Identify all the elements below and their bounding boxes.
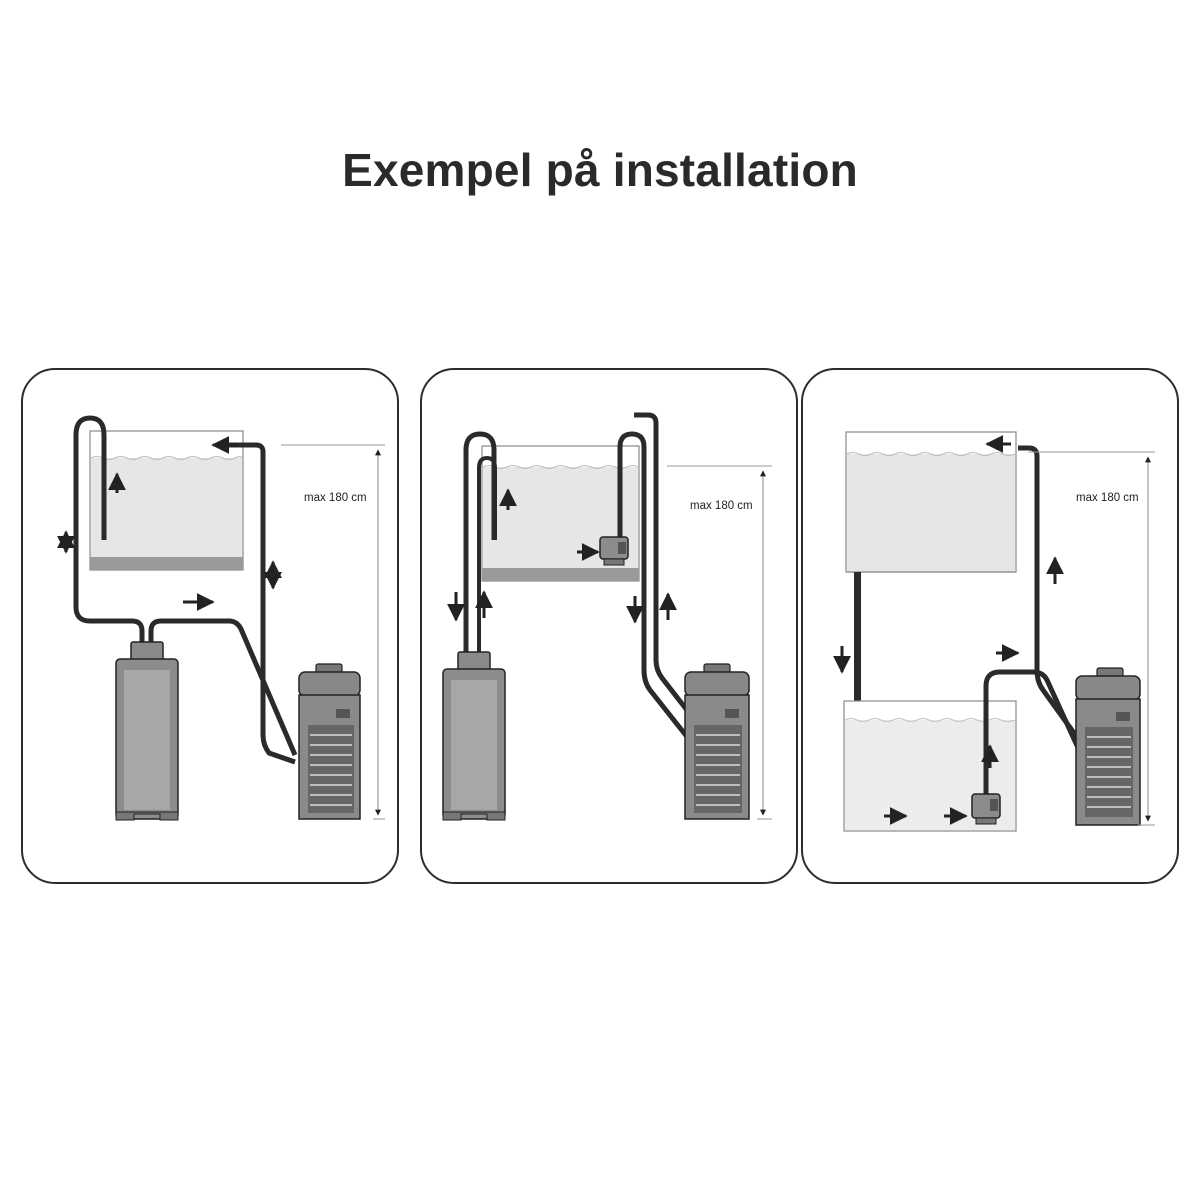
- installation-panel-3: max 180 cm: [801, 368, 1179, 884]
- installation-panel-1: max 180 cm: [21, 368, 399, 884]
- height-label: max 180 cm: [690, 500, 753, 512]
- connection-hose: [148, 618, 298, 756]
- chiller-unit: [298, 663, 361, 820]
- pump-hose: [617, 431, 690, 740]
- height-label: max 180 cm: [1076, 492, 1139, 504]
- flow-arrows: [447, 488, 677, 624]
- installation-diagram-3: max 180 cm: [833, 431, 1155, 832]
- chiller-unit: [684, 663, 750, 820]
- aquarium-tank: [845, 431, 1017, 573]
- flow-arrows: [57, 436, 282, 611]
- overflow-hose: [634, 412, 692, 716]
- canister-filter: [442, 651, 506, 821]
- installation-diagram-2: max 180 cm: [442, 412, 772, 821]
- intake-hose: [73, 415, 145, 645]
- canister-filter: [115, 641, 179, 821]
- page-title: Exempel på installation: [342, 144, 858, 196]
- height-dimension: [281, 444, 385, 820]
- return-hose-to-filter: [477, 455, 497, 655]
- intake-hose: [463, 431, 497, 655]
- height-dimension: [667, 465, 772, 820]
- flow-arrows: [833, 435, 1064, 825]
- drain-pipe: [854, 572, 861, 739]
- return-hose: [220, 442, 296, 765]
- height-dimension: [1028, 451, 1155, 826]
- submersible-pump: [971, 793, 1001, 825]
- submersible-pump: [599, 536, 629, 566]
- pump-hose: [983, 669, 1082, 795]
- return-hose: [1018, 445, 1082, 742]
- aquarium-tank: [89, 430, 244, 571]
- height-label: max 180 cm: [304, 492, 367, 504]
- installation-diagram-1: max 180 cm: [57, 415, 385, 821]
- installation-panel-2: max 180 cm: [420, 368, 798, 884]
- chiller-unit: [1075, 667, 1141, 826]
